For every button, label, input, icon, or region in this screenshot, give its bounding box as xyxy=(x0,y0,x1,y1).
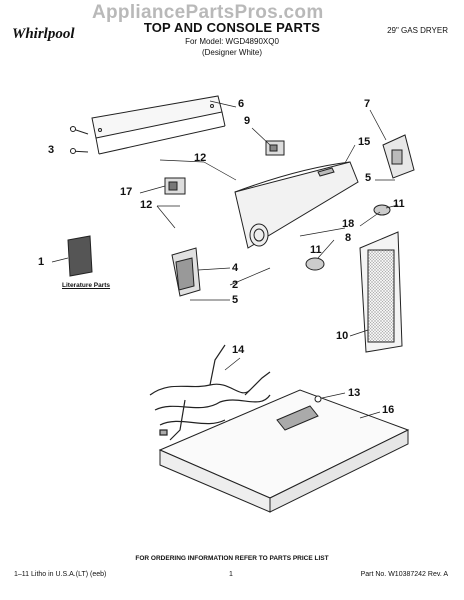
callout-15: 15 xyxy=(358,136,371,148)
callout-12a: 12 xyxy=(194,152,207,164)
end-cap-left xyxy=(171,247,201,297)
footer-part-number: Part No. W10387242 Rev. A xyxy=(360,571,448,578)
switch-17 xyxy=(164,177,186,195)
screw-13 xyxy=(314,395,322,403)
callout-13: 13 xyxy=(348,387,361,399)
footer-page-number: 1 xyxy=(229,571,233,578)
top-panel xyxy=(158,389,410,513)
callout-7: 7 xyxy=(364,98,371,110)
variant-line: (Designer White) xyxy=(201,48,262,57)
part-18 xyxy=(373,204,391,216)
callout-8: 8 xyxy=(345,232,352,244)
callout-10: 10 xyxy=(336,330,349,342)
knob-8 xyxy=(305,257,325,271)
page-title: TOP AND CONSOLE PARTS xyxy=(143,20,321,35)
lint-screen xyxy=(359,231,403,353)
model-line: For Model: WGD4890XQ0 xyxy=(185,37,279,46)
order-info: FOR ORDERING INFORMATION REFER TO PARTS … xyxy=(135,555,329,562)
callout-1: 1 xyxy=(38,256,45,268)
literature-label: Literature Parts xyxy=(62,282,111,289)
callout-18: 18 xyxy=(342,218,355,230)
callout-9: 9 xyxy=(244,115,251,127)
callout-16: 16 xyxy=(382,404,395,416)
brand-logo: Whirlpool xyxy=(12,26,75,42)
product-type: 29" GAS DRYER xyxy=(387,26,448,35)
footer-litho: 1–11 Litho in U.S.A.(LT) (eeb) xyxy=(14,571,107,578)
rear-panel xyxy=(91,95,226,155)
callout-5b: 5 xyxy=(365,172,372,184)
callout-4: 4 xyxy=(232,262,239,274)
callout-12b: 12 xyxy=(140,199,153,211)
callout-11b: 11 xyxy=(310,244,322,256)
end-cap-right xyxy=(382,134,415,179)
screws-rear xyxy=(69,126,89,154)
callout-3: 3 xyxy=(48,144,55,156)
console-panel xyxy=(234,161,359,249)
callout-6: 6 xyxy=(238,98,245,110)
callout-17: 17 xyxy=(120,186,133,198)
callout-2: 2 xyxy=(232,279,239,291)
watermark: AppliancePartsPros.com xyxy=(92,2,324,23)
leader-lines xyxy=(51,100,399,419)
callout-11a: 11 xyxy=(393,198,405,210)
literature-box xyxy=(67,235,93,277)
callout-14: 14 xyxy=(232,344,245,356)
callout-5a: 5 xyxy=(232,294,239,306)
switch-part xyxy=(265,140,285,156)
